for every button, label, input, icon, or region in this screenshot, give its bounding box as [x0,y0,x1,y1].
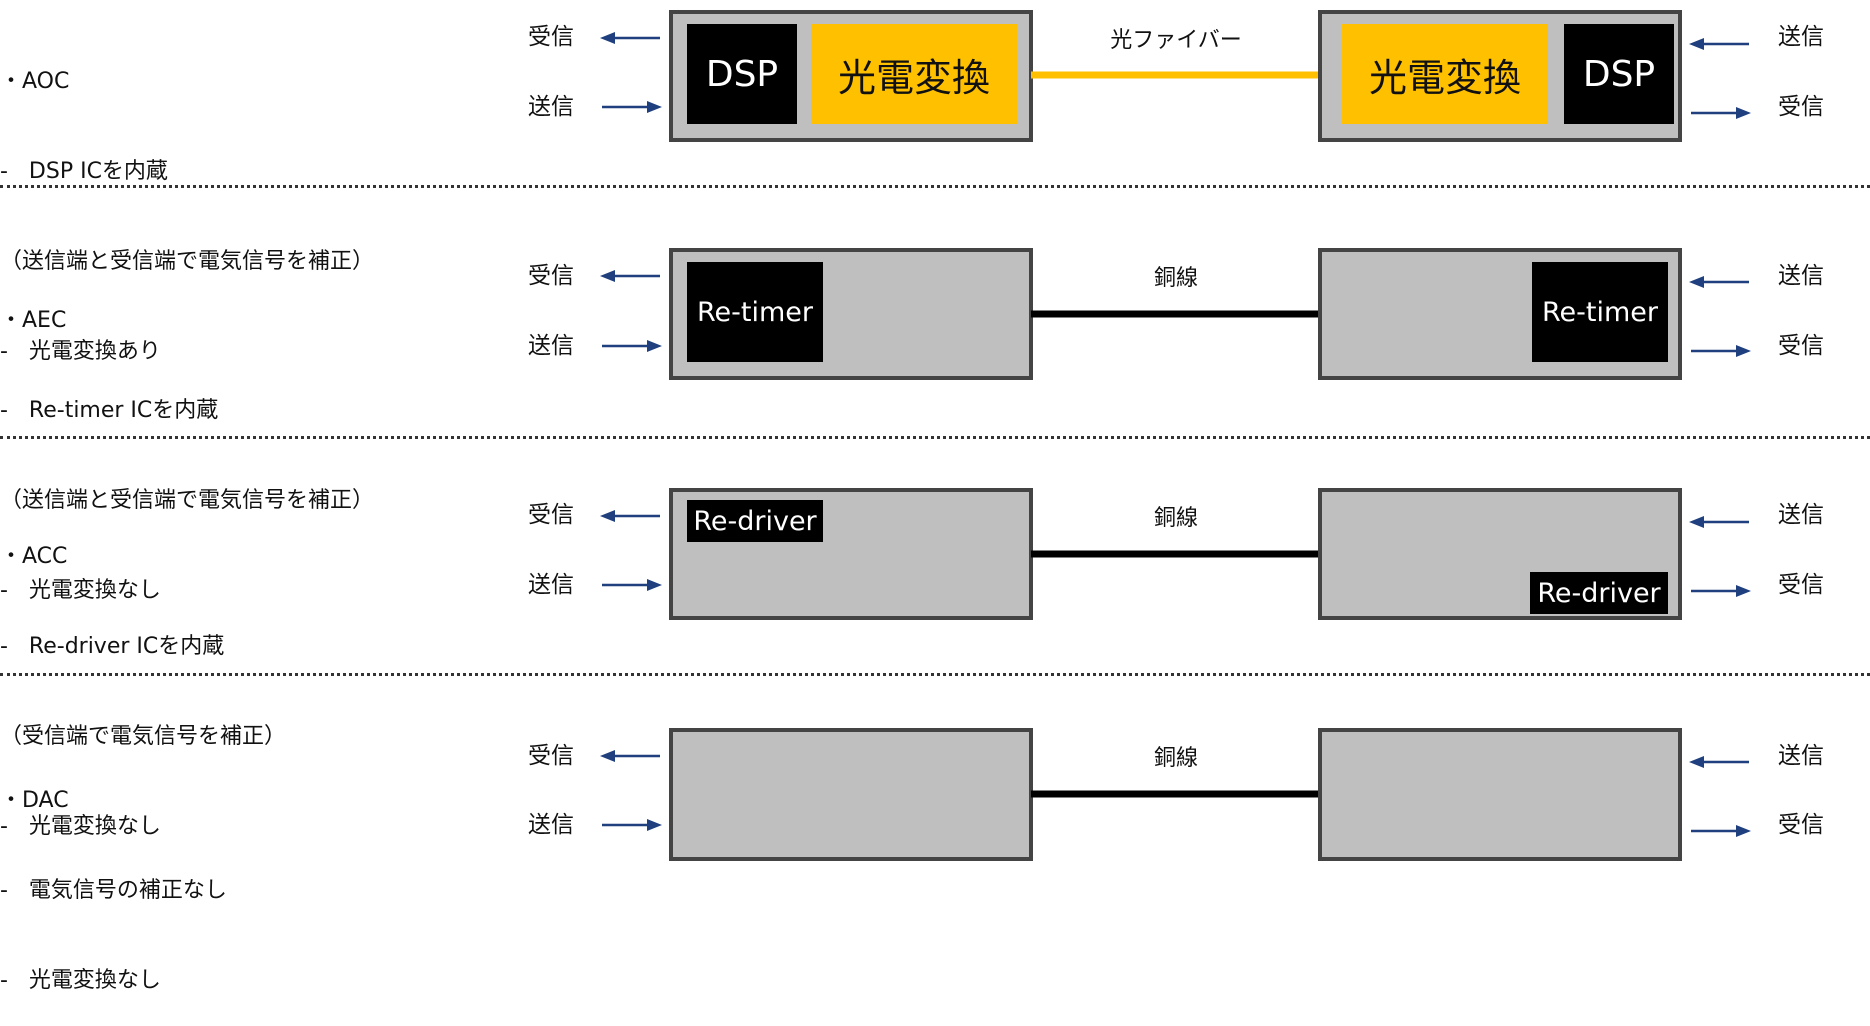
right-module: 光電変換 DSP [1318,10,1682,142]
left-module: DSP 光電変換 [669,10,1033,142]
arrow-right-icon [1691,345,1751,357]
arrow-left-icon [1689,516,1749,528]
right-send-label: 送信 [1778,502,1824,528]
desc-line: ・AEC [0,308,67,333]
right-receive-label: 受信 [1778,333,1824,359]
oe-converter: 光電変換 [1342,24,1548,124]
right-send-label: 送信 [1778,263,1824,289]
arrow-right-icon [1691,585,1751,597]
row-dac-description: ・DAC - 電気信号の補正なし - 光電変換なし [0,726,227,1026]
desc-line: ・DAC [0,788,69,813]
left-module: Re-driver [669,488,1033,620]
right-module: Re-timer [1318,248,1682,380]
left-send-label: 送信 [528,94,574,120]
cable-comparison-diagram: { "rows": [ { "desc": ["・AOC", "- DSP IC… [0,7,1870,993]
left-receive-label: 受信 [528,263,574,289]
right-receive-label: 受信 [1778,812,1824,838]
right-receive-label: 受信 [1778,572,1824,598]
row-aec-description: ・AEC - Re-timer ICを内蔵 （送信端と受信端で電気信号を補正） … [0,246,374,636]
left-send-label: 送信 [528,572,574,598]
copper-cable [1031,790,1321,798]
desc-line: - 光電変換なし [0,814,161,839]
arrow-left-icon [1689,756,1749,768]
arrow-right-icon [602,819,662,831]
left-receive-label: 受信 [528,24,574,50]
arrow-left-icon [1689,38,1749,50]
desc-line: （送信端と受信端で電気信号を補正） [0,249,375,274]
desc-line: ・ACC [0,544,68,569]
redriver-chip: Re-driver [1530,572,1668,614]
dsp-chip: DSP [1564,24,1674,124]
row-acc-description: ・ACC - Re-driver ICを内蔵 （受信端で電気信号を補正） - 光… [0,482,286,872]
right-receive-label: 受信 [1778,94,1824,120]
left-send-label: 送信 [528,812,574,838]
optical-fiber-cable [1031,71,1321,79]
row-aoc-description: ・AOC - DSP ICを内蔵 （送信端と受信端で電気信号を補正） - 光電変… [0,7,374,397]
medium-label: 銅線 [1153,746,1198,771]
left-receive-label: 受信 [528,502,574,528]
dsp-chip: DSP [687,24,797,124]
desc-line: （受信端で電気信号を補正） [0,724,287,749]
left-receive-label: 受信 [528,743,574,769]
copper-cable [1031,310,1321,318]
arrow-left-icon [600,270,660,282]
arrow-right-icon [602,101,662,113]
desc-line: - 光電変換なし [0,968,161,993]
left-send-label: 送信 [528,333,574,359]
right-send-label: 送信 [1778,743,1824,769]
arrow-right-icon [1691,825,1751,837]
row-separator [0,436,1870,439]
copper-cable [1031,550,1321,558]
arrow-right-icon [602,579,662,591]
oe-converter: 光電変換 [811,24,1017,124]
right-send-label: 送信 [1778,24,1824,50]
medium-label: 銅線 [1153,506,1198,531]
arrow-left-icon [1689,276,1749,288]
arrow-left-icon [600,750,660,762]
desc-line: - 電気信号の補正なし [0,878,227,903]
arrow-left-icon [600,510,660,522]
left-module [669,728,1033,861]
left-module: Re-timer [669,248,1033,380]
arrow-left-icon [600,32,660,44]
desc-line: - DSP ICを内蔵 [0,159,168,184]
right-module: Re-driver [1318,488,1682,620]
redriver-chip: Re-driver [687,500,823,542]
retimer-chip: Re-timer [687,262,823,362]
row-separator [0,185,1870,188]
medium-label: 銅線 [1153,266,1198,291]
right-module [1318,728,1682,861]
desc-line: - Re-timer ICを内蔵 [0,398,219,423]
desc-line: （送信端と受信端で電気信号を補正） [0,488,375,513]
retimer-chip: Re-timer [1532,262,1668,362]
arrow-right-icon [1691,107,1751,119]
desc-line: - 光電変換なし [0,578,161,603]
row-separator [0,673,1870,676]
arrow-right-icon [602,340,662,352]
medium-label: 光ファイバー [1110,28,1242,53]
desc-line: ・AOC [0,69,70,94]
desc-line: - Re-driver ICを内蔵 [0,634,225,659]
desc-line: - 光電変換あり [0,339,161,364]
